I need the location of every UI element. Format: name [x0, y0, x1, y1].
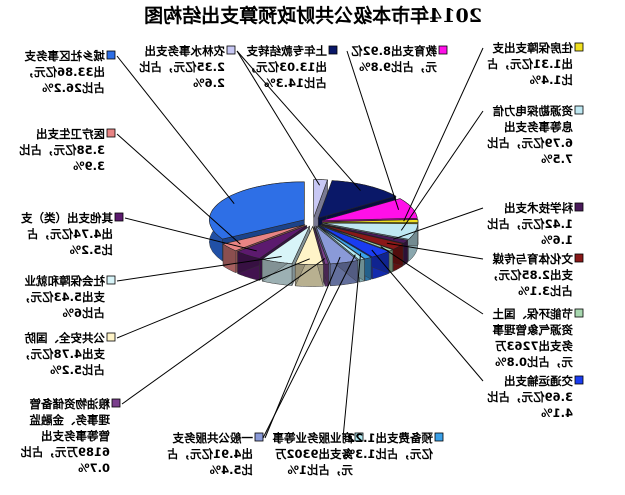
leader-line-energy: [380, 246, 484, 315]
legend-swatch-reserve_fund: [434, 432, 444, 442]
pie-slice-land_transfer: [317, 180, 397, 219]
slice-label-housing: 住房保障支出支出1.31亿元，占比1.4%: [487, 41, 573, 87]
pie-slice-social_security: [261, 225, 311, 264]
legend-swatch-agriculture: [226, 45, 236, 55]
legend-swatch-grain_reserve: [111, 398, 121, 408]
legend-swatch-health: [106, 128, 116, 138]
slice-label-urban_rural: 城乡社区事务支出33.86亿元，占比26.2%: [23, 49, 105, 95]
pie-slice-health: [222, 224, 306, 252]
legend-swatch-housing: [574, 42, 584, 52]
slice-label-education: 教育支出8.92亿元，占比9.8%: [351, 44, 438, 74]
pie-slice-reserve_fund: [318, 225, 372, 260]
pie-slice-science: [321, 223, 409, 244]
leader-line-agriculture: [236, 50, 321, 186]
pie-slice-housing: [322, 219, 419, 224]
chart-title: 2014年市本级公共财政预算支出结构图: [144, 4, 482, 27]
slice-label-general_public: 一般公共服务支出4.91亿元，占比5.4%: [167, 431, 253, 477]
legend-swatch-land_transfer: [328, 45, 338, 55]
pie-slice-general_public: [315, 225, 359, 265]
leader-line-land_transfer: [236, 50, 361, 191]
legend-swatch-culture: [574, 253, 584, 263]
leader-line-resource_power: [400, 110, 484, 231]
slice-label-commerce: 商业服务业等事务支出9302万元，占比1%: [272, 431, 353, 477]
pie-slice-transport: [319, 225, 390, 258]
slice-label-land_transfer: 上年专款结转支出13.03亿元，占比14.3%: [245, 44, 327, 90]
leader-line-housing: [403, 47, 484, 222]
leader-line-education: [346, 50, 400, 210]
leader-line-transport: [371, 249, 484, 382]
legend-swatch-resource_power: [574, 105, 584, 115]
leader-line-commerce: [262, 254, 356, 439]
legend-swatch-energy: [574, 308, 584, 318]
slice-label-social_security: 社会保障和就业支出5.43亿元，占比6%: [19, 274, 106, 320]
leader-line-public_safety: [116, 258, 310, 339]
slice-label-culture: 文化体育与传媒支出2.85亿元，占比3.1%: [487, 252, 574, 298]
pie-slice-grain_reserve: [314, 226, 330, 265]
leader-line-reserve_fund: [342, 253, 362, 439]
legend-swatch-public_safety: [106, 332, 116, 342]
legend-swatch-other: [114, 212, 124, 222]
leader-line-culture: [386, 242, 484, 260]
slice-label-energy: 节能环保、国土资源气象管理事务支出7263万元，占比0.8%: [492, 307, 573, 369]
pie-slice-culture: [321, 224, 404, 250]
slice-label-other: 其他支出（类）支出4.74亿元，占比5.2%: [21, 211, 113, 257]
legend-swatch-education: [438, 45, 448, 55]
pie-slice-energy: [320, 224, 393, 252]
leader-line-science: [393, 207, 484, 240]
legend-swatch-social_security: [106, 275, 116, 285]
legend-swatch-commerce: [354, 432, 364, 442]
pie-slice-education: [322, 198, 418, 221]
leader-line-other: [124, 217, 257, 252]
legend-swatch-transport: [574, 375, 584, 385]
slice-label-public_safety: 公共安全、国防支出4.78亿元，占比5.2%: [19, 331, 106, 377]
leader-line-general_public: [264, 256, 341, 439]
leader-line-grain_reserve: [121, 258, 326, 405]
pie-slice-public_safety: [294, 225, 324, 265]
leader-line-health: [116, 133, 241, 245]
legend-swatch-general_public: [254, 432, 264, 442]
leader-line-social_security: [116, 256, 282, 282]
leader-line-urban_rural: [116, 55, 235, 205]
pie-slice-urban_rural: [208, 181, 305, 240]
legend-swatch-science: [574, 202, 584, 212]
legend-swatch-urban_rural: [106, 50, 116, 60]
